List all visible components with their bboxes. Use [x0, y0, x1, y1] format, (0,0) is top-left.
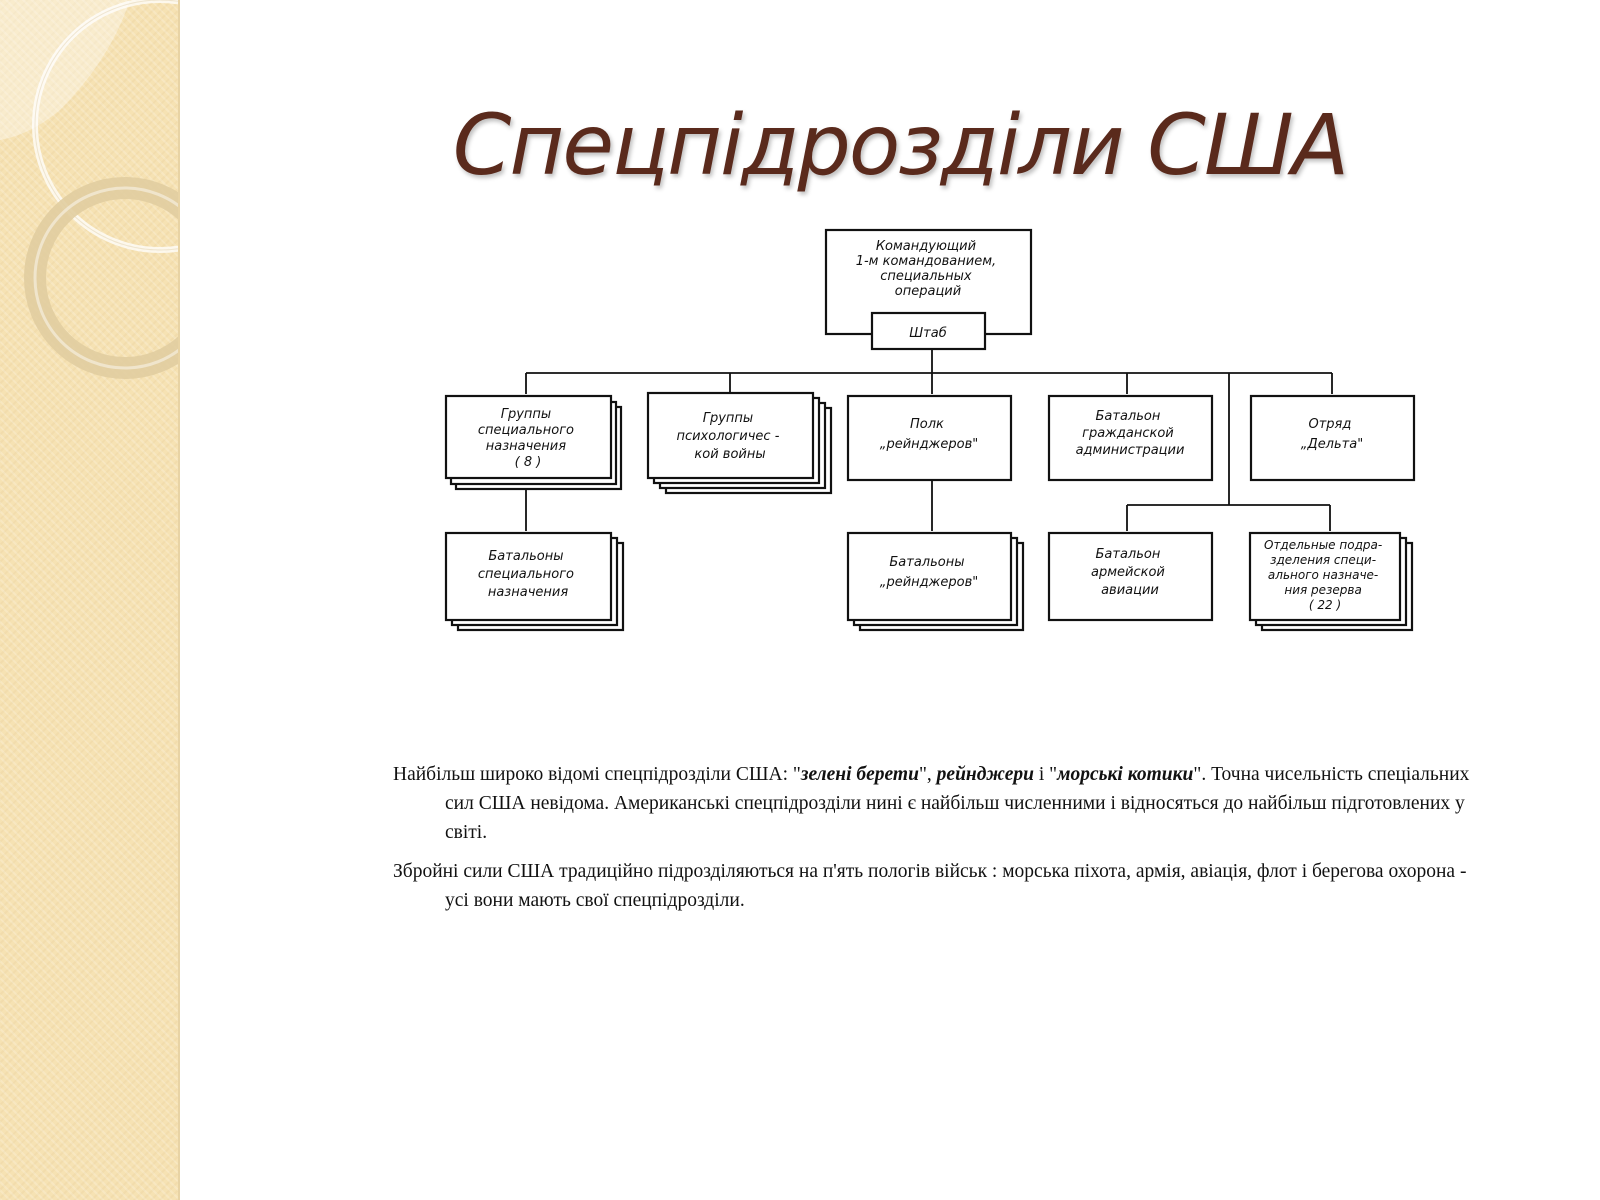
node-line: специального: [478, 423, 574, 438]
node-line: назначения: [488, 585, 568, 600]
node-line: Батальон: [1096, 409, 1161, 424]
node-line: психологичес -: [676, 429, 779, 444]
node-special-battalions: Батальоны специального назначения: [446, 533, 623, 630]
node-line: Группы: [703, 411, 753, 426]
node-line: армейской: [1091, 565, 1165, 580]
node-line: Отдельные подра-: [1264, 538, 1382, 552]
node-reserve-units: Отдельные подра- зделения специ- ального…: [1250, 533, 1412, 630]
node-line: гражданской: [1082, 426, 1174, 441]
node-text: Батальон армейской авиации: [1091, 547, 1169, 598]
node-line: ального назначе-: [1268, 568, 1378, 582]
node-line: Командующий: [876, 239, 976, 254]
node-special-groups: Группы специального назначения ( 8 ): [446, 396, 621, 489]
node-line: Полк: [910, 417, 944, 432]
node-line: Батальоны: [488, 549, 563, 564]
node-line: „рейнджеров": [880, 575, 978, 590]
node-line: зделения специ-: [1270, 553, 1376, 567]
org-chart: Командующий 1-м командованием, специальн…: [0, 0, 1600, 700]
node-line: авиации: [1101, 583, 1159, 598]
node-text: Батальоны специального назначения: [478, 549, 578, 600]
node-civil-admin-battalion: Батальон гражданской администрации: [1049, 396, 1212, 480]
paragraph-1: Найбільш широко відомі спецпідрозділи СШ…: [393, 760, 1483, 847]
node-staff: Штаб: [872, 313, 985, 349]
node-ranger-regiment: Полк „рейнджеров": [848, 396, 1011, 480]
p1-term-navy-seals: морські котики: [1057, 764, 1193, 785]
node-ranger-battalions: Батальоны „рейнджеров": [848, 533, 1023, 630]
node-line: специальных: [880, 269, 972, 284]
node-line: „рейнджеров": [880, 437, 978, 452]
p1-text-mid2: і ": [1034, 764, 1057, 785]
node-line: „Дельта": [1301, 437, 1363, 452]
node-line: администрации: [1076, 443, 1185, 458]
node-psyops-groups: Группы психологичес - кой войны: [648, 393, 831, 493]
node-line: специального: [478, 567, 574, 582]
p1-text-before: Найбільш широко відомі спецпідрозділи СШ…: [393, 764, 801, 785]
node-line: Отряд: [1308, 417, 1351, 432]
node-line: Батальон: [1096, 547, 1161, 562]
node-line: Штаб: [909, 326, 946, 341]
node-line: Батальоны: [889, 555, 964, 570]
node-line: 1-м командованием,: [856, 254, 996, 269]
node-line: ( 8 ): [515, 455, 542, 470]
p1-text-mid1: ",: [919, 764, 937, 785]
node-line: ния резерва: [1284, 583, 1361, 597]
node-delta: Отряд „Дельта": [1251, 396, 1414, 480]
node-line: кой войны: [694, 447, 765, 462]
node-line: операций: [895, 284, 961, 299]
p1-term-green-berets: зелені берети: [801, 764, 919, 785]
node-line: ( 22 ): [1309, 598, 1341, 612]
body-text: Найбільш широко відомі спецпідрозділи СШ…: [393, 760, 1483, 925]
node-army-aviation-battalion: Батальон армейской авиации: [1049, 533, 1212, 620]
p1-term-rangers: рейнджери: [937, 764, 1034, 785]
paragraph-2: Збройні сили США традиційно підрозділяют…: [393, 857, 1483, 915]
node-text: Штаб: [909, 326, 946, 341]
node-line: Группы: [501, 407, 551, 422]
node-line: назначения: [486, 439, 566, 454]
